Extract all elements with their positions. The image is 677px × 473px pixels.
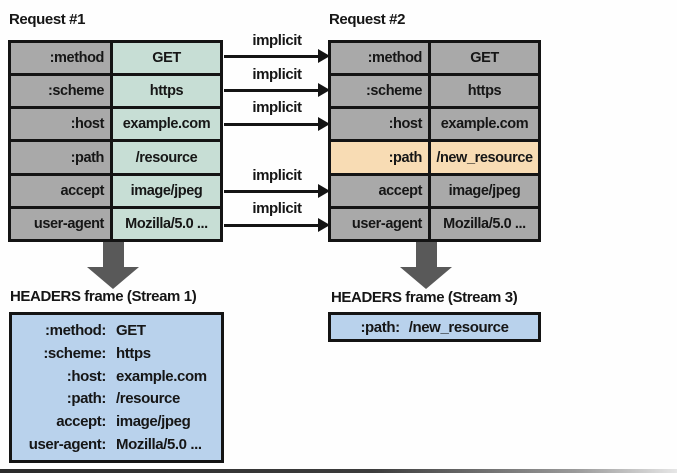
header-value-cell: Mozilla/5.0 ... [431,208,538,239]
frame-line-key: user-agent: [28,436,107,454]
implicit-arrow [224,117,330,132]
frame-line-value: /resource [116,390,180,408]
frame-line-value: https [116,344,151,362]
header-key-cell: :scheme [331,76,428,107]
down-arrow-head [87,267,139,289]
request1-header-table: :method GET :scheme https :host example.… [8,40,223,242]
header-value-cell: image/jpeg [431,175,538,206]
implicit-label: implicit [252,167,302,184]
request1-title: Request #1 [9,11,86,28]
header-key-cell-highlighted: :path [331,142,428,173]
frame-line-value: image/jpeg [116,413,191,431]
request2-title: Request #2 [329,11,406,28]
down-arrow-shaft [103,242,124,267]
header-value-cell: https [431,76,538,107]
arrow-line [224,123,319,126]
down-arrow-shaft [416,242,437,267]
header-value-cell-highlighted: /new_resource [431,142,538,173]
arrow-line [224,190,319,193]
down-arrow-head [400,267,452,289]
headers-frame2-box: :path: /new_resource [328,312,541,342]
frame-line-value: Mozilla/5.0 ... [116,436,202,454]
header-key-cell: accept [11,175,110,206]
header-value-cell: /resource [113,142,220,173]
header-key-cell: :host [331,109,428,140]
implicit-arrow [224,49,330,64]
frame-line-key: :scheme: [43,344,106,362]
headers-frame1-box: :method: GET :scheme: https :host: examp… [9,312,224,463]
header-value-cell: GET [113,43,220,74]
frame-line-key: :path: [360,318,400,336]
frame1-title: HEADERS frame (Stream 1) [10,288,197,305]
header-key-cell: user-agent [11,208,110,239]
header-value-cell: image/jpeg [113,175,220,206]
request2-header-table: :method GET :scheme https :host example.… [328,40,541,242]
header-key-cell: :method [331,43,428,74]
implicit-label: implicit [252,32,302,49]
arrowhead-right-icon [318,83,330,97]
implicit-arrow [224,184,330,199]
header-key-cell: user-agent [331,208,428,239]
implicit-label: implicit [252,200,302,217]
header-value-cell: example.com [113,109,220,140]
implicit-label: implicit [252,99,302,116]
video-bottom-edge-strip [0,469,677,473]
frame-line-key: :host: [66,367,107,385]
frame-line-key: accept: [56,413,106,431]
arrow-line [224,89,319,92]
arrowhead-right-icon [318,218,330,232]
header-value-cell: https [113,76,220,107]
arrowhead-right-icon [318,117,330,131]
arrow-line [224,55,319,58]
header-key-cell: accept [331,175,428,206]
frame-line-key: :method: [45,321,106,339]
arrow-line [224,224,319,227]
header-key-cell: :scheme [11,76,110,107]
header-value-cell: GET [431,43,538,74]
implicit-arrow [224,218,330,233]
frame-line-value: /new_resource [408,318,509,336]
header-key-cell: :method [11,43,110,74]
header-key-cell: :path [11,142,110,173]
arrowhead-right-icon [318,184,330,198]
header-value-cell: example.com [431,109,538,140]
frame-line-value: GET [116,321,146,339]
frame-line-value: example.com [116,367,207,385]
header-value-cell: Mozilla/5.0 ... [113,208,220,239]
arrowhead-right-icon [318,49,330,63]
frame2-title: HEADERS frame (Stream 3) [331,289,518,306]
frame-line-key: :path: [66,390,107,408]
implicit-arrow [224,83,330,98]
implicit-label: implicit [252,66,302,83]
header-key-cell: :host [11,109,110,140]
